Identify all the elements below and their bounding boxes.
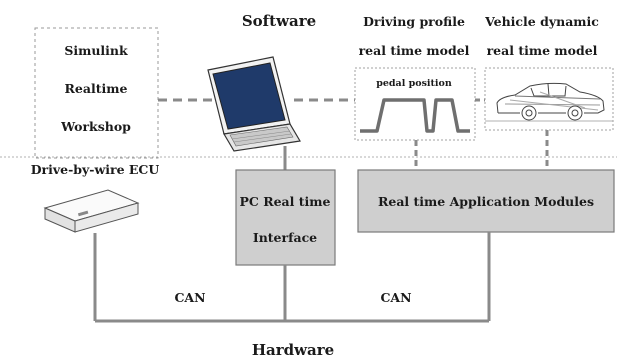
rt-application-modules-box (357, 169, 615, 233)
can-label-right: CAN (380, 290, 411, 305)
pc-realtime-interface-box (235, 169, 336, 266)
vehicle-dynamic-title-line2: real time model (487, 43, 598, 58)
pedal-profile-curve (360, 98, 470, 133)
driving-profile-title-line2: real time model (359, 43, 470, 58)
hardware-title: Hardware (252, 341, 334, 359)
vehicle-dynamic-title-line1: Vehicle dynamic (484, 14, 599, 29)
simulink-label-line3: Workshop (60, 119, 131, 134)
simulink-label-line2: Realtime (65, 81, 128, 96)
rt-modules-label: Real time Application Modules (378, 194, 594, 209)
pedal-position-label: pedal position (376, 78, 452, 89)
ecu-label: Drive-by-wire ECU (31, 162, 160, 177)
simulink-label-line1: Simulink (64, 43, 128, 58)
driving-profile-box (354, 67, 476, 141)
pc-interface-label-line2: Interface (253, 230, 317, 245)
ecu-box-icon (43, 189, 140, 233)
driving-profile-title-line1: Driving profile (363, 14, 465, 29)
software-title: Software (242, 12, 316, 30)
pc-interface-label-line1: PC Real time (240, 194, 331, 209)
laptop-icon (207, 56, 301, 152)
can-label-left: CAN (174, 290, 205, 305)
simulink-box (34, 27, 159, 159)
can-bus (93, 232, 491, 323)
car-icon (496, 82, 605, 121)
